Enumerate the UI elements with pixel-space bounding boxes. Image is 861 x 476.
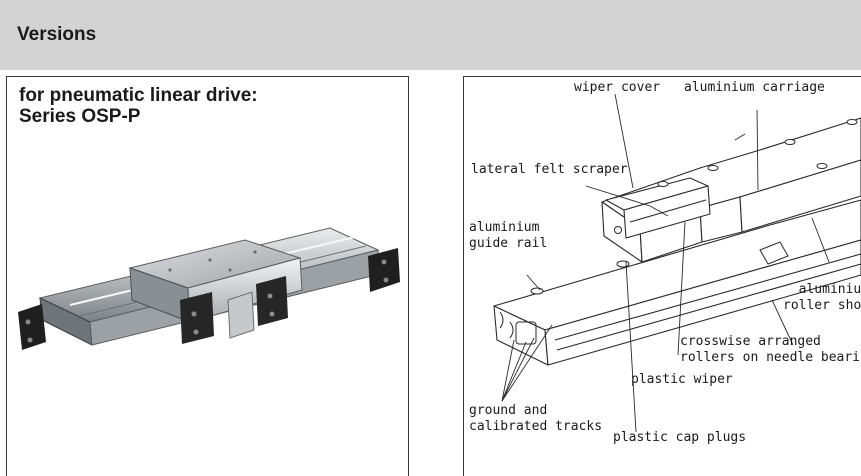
callout-roller-shoe-line2: roller shoe <box>783 298 861 313</box>
callout-aluminium-carriage: aluminium carriage <box>684 80 825 95</box>
pneumatic-linear-drive-photo <box>18 227 400 350</box>
callout-lateral-felt-scraper: lateral felt scraper <box>471 162 628 177</box>
guide-cross-section-drawing <box>493 93 861 433</box>
callout-plastic-cap-plugs: plastic cap plugs <box>613 430 747 445</box>
callout-plastic-wiper: plastic wiper <box>631 372 733 387</box>
callout-guide-rail-line1: aluminium <box>469 220 540 235</box>
callout-roller-shoe-line1: aluminium <box>798 282 861 297</box>
product-title-line1: for pneumatic linear drive: <box>19 85 258 106</box>
callout-wiper-cover: wiper cover <box>574 80 661 95</box>
section-title: Versions <box>17 24 97 45</box>
product-title-line2: Series OSP-P <box>19 106 141 127</box>
callout-ground-tracks-line2: calibrated tracks <box>469 419 603 434</box>
callout-crosswise-rollers-line1: crosswise arranged <box>680 334 821 349</box>
callout-crosswise-rollers: crosswise arranged rollers on needle bea… <box>680 334 861 366</box>
callout-ground-tracks: ground and calibrated tracks <box>469 403 602 435</box>
product-title: for pneumatic linear drive: Series OSP-P <box>19 85 258 127</box>
callout-guide-rail-line2: guide rail <box>469 236 548 251</box>
callout-guide-rail: aluminium guide rail <box>469 220 547 252</box>
callout-roller-shoe: aluminium roller shoe <box>783 282 861 314</box>
section-header: Versions <box>0 0 861 70</box>
callout-ground-tracks-line1: ground and <box>469 403 548 418</box>
callout-crosswise-rollers-line2: rollers on needle bearings <box>680 350 861 365</box>
